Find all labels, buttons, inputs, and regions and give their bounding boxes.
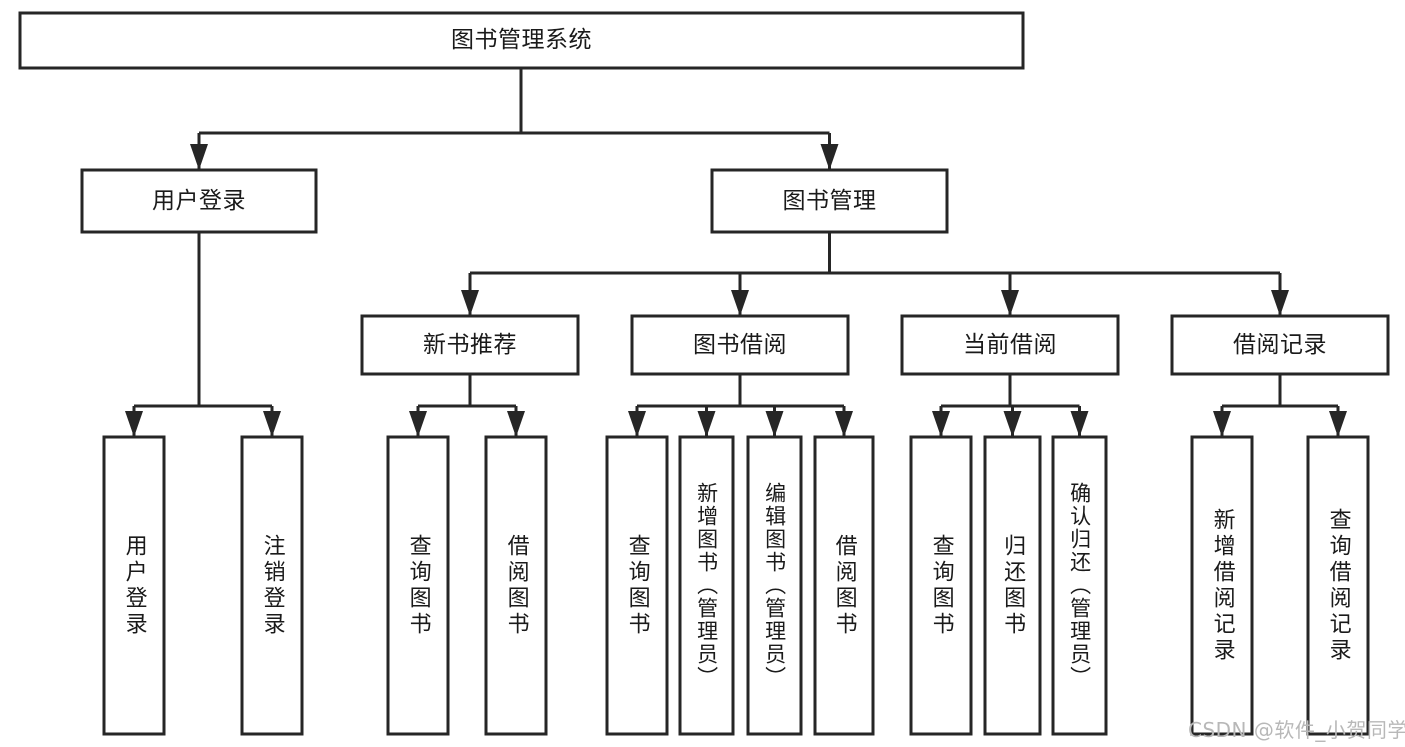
node-level2-0[interactable]: [80, 168, 318, 234]
node-leaf-0[interactable]: [102, 435, 166, 736]
node-leaf-1[interactable]: [240, 435, 304, 736]
arrow-head-icon-level3-0: [461, 290, 479, 316]
arrow-head-icon-leaf-0-0: [125, 411, 143, 437]
arrow-head-icon-leaf-2-0: [628, 411, 646, 437]
arrow-head-icon-level3-2: [1001, 290, 1019, 316]
arrow-head-icon-leaf-3-1: [1003, 411, 1022, 437]
node-rect-group: [18, 11, 1390, 736]
arrow-head-icon-leaf-4-0: [1213, 411, 1231, 437]
arrow-head-icon-leaf-4-1: [1329, 411, 1347, 437]
arrow-head-icon-level3-1: [731, 290, 749, 316]
arrow-head-icon-leaf-1-1: [507, 411, 525, 437]
arrow-head-icon-leaf-0-1: [263, 411, 281, 437]
node-leaf-11[interactable]: [1190, 435, 1254, 736]
arrow-head-icon-leaf-3-2: [1070, 411, 1089, 437]
connector-group: [125, 68, 1347, 437]
arrow-head-icon-level2-0: [190, 144, 208, 170]
node-level3-2[interactable]: [900, 314, 1120, 376]
arrow-head-icon-leaf-3-0: [932, 411, 950, 437]
csdn-watermark: CSDN @软件_小贺同学: [1188, 718, 1405, 742]
node-leaf-4[interactable]: [605, 435, 669, 736]
arrow-head-icon-level2-1: [820, 144, 839, 170]
node-leaf-7[interactable]: [813, 435, 875, 736]
node-leaf-3[interactable]: [484, 435, 548, 736]
node-leaf-10[interactable]: [1051, 435, 1108, 736]
node-leaf-8[interactable]: [909, 435, 973, 736]
node-leaf-12[interactable]: [1306, 435, 1370, 736]
arrow-head-icon-level3-3: [1271, 290, 1289, 316]
node-leaf-2[interactable]: [386, 435, 450, 736]
arrow-head-icon-leaf-2-1: [697, 411, 716, 437]
node-leaf-5[interactable]: [678, 435, 735, 736]
arrow-head-icon-leaf-1-0: [409, 411, 427, 437]
node-leaf-9[interactable]: [983, 435, 1042, 736]
node-leaf-6[interactable]: [746, 435, 803, 736]
node-level3-1[interactable]: [630, 314, 850, 376]
node-level3-3[interactable]: [1170, 314, 1390, 376]
node-root[interactable]: [18, 11, 1025, 70]
arrow-head-icon-leaf-2-3: [835, 411, 853, 437]
node-level2-1[interactable]: [710, 168, 949, 234]
node-level3-0[interactable]: [360, 314, 580, 376]
arrow-head-icon-leaf-2-2: [765, 411, 784, 437]
